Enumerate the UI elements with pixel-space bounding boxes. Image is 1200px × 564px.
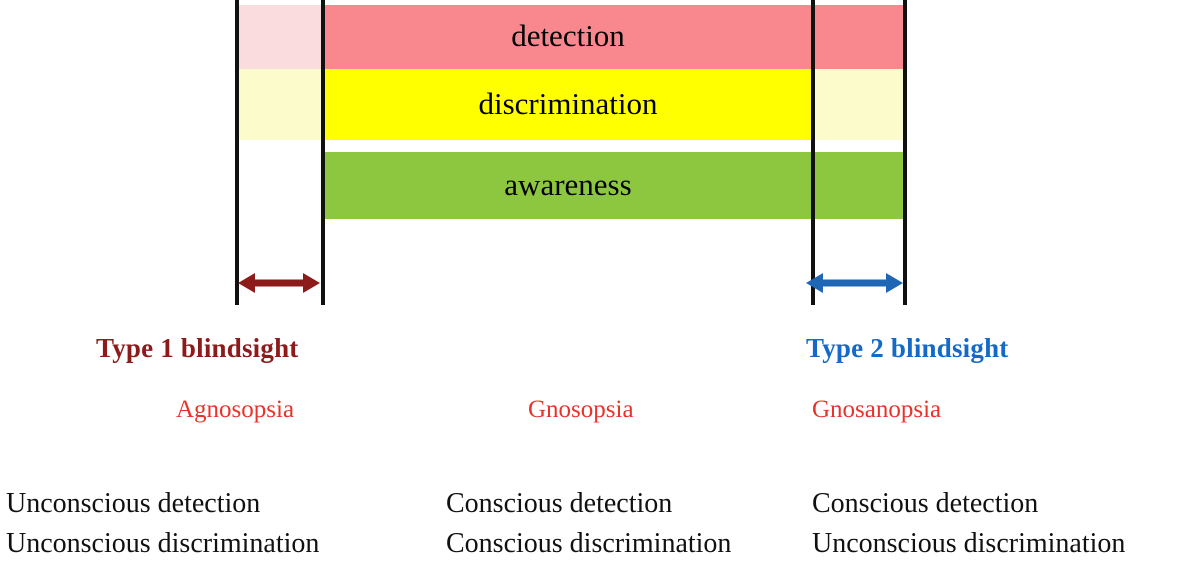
band-awareness-mid (323, 152, 813, 219)
type-2-description-line-1: Conscious detection (812, 488, 1039, 519)
band-awareness-right (813, 152, 905, 219)
band-discrimination-mid (323, 69, 813, 140)
vertical-rule-4 (903, 0, 907, 305)
gnosopsia-label: Gnosopsia (528, 396, 634, 423)
agnosopsia-label: Agnosopsia (176, 396, 295, 423)
type-1-description-line-1: Unconscious detection (6, 488, 261, 519)
band-label-detection: detection (511, 18, 625, 53)
vertical-rule-2 (321, 0, 325, 305)
type-2-blindsight-label: Type 2 blindsight (806, 333, 1009, 363)
vertical-rule-3 (811, 0, 815, 305)
type-1-description-line-2: Unconscious discrimination (6, 527, 320, 559)
band-discrimination-left (237, 69, 323, 140)
type-2-description-line-2: Unconscious discrimination (812, 527, 1126, 559)
type-1-blindsight-label: Type 1 blindsight (96, 333, 299, 363)
band-detection-right (813, 5, 905, 69)
band-detection-mid (323, 5, 813, 69)
band-discrimination-right (813, 69, 905, 140)
type-1-span-arrow (238, 270, 320, 296)
gnosopsia-description-line-2: Conscious discrimination (446, 527, 732, 559)
type-1-span-arrow-glyph (238, 273, 320, 293)
vertical-rule-1 (235, 0, 239, 305)
gnosopsia-description-line-1: Conscious detection (446, 488, 673, 519)
band-detection-left (237, 5, 323, 69)
gnosanopsia-label: Gnosanopsia (812, 396, 942, 423)
type-2-span-arrow (806, 270, 903, 296)
band-label-awareness: awareness (504, 166, 632, 202)
band-label-discrimination: discrimination (478, 85, 658, 121)
type-2-span-arrow-glyph (806, 273, 903, 293)
